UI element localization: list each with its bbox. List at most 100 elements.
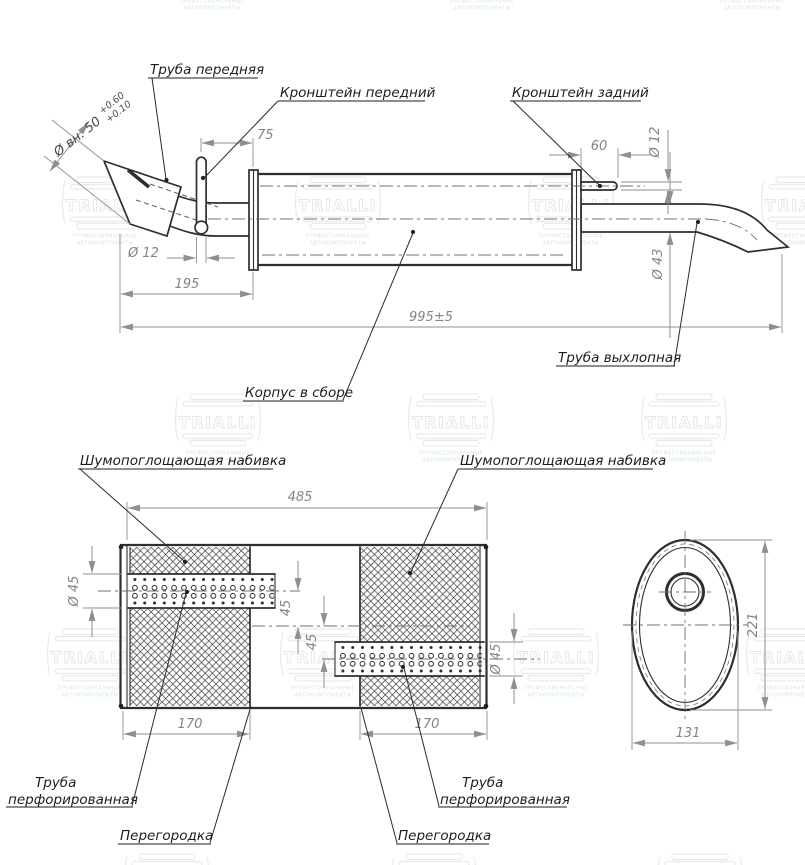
front-bracket-label-text: Кронштейн передний [280, 85, 436, 101]
watermark-caption-line1: ПРОФЕССИОНАЛЬНЫЕ [291, 686, 355, 692]
padding-right-label-text: Шумопоглощающая набивка [460, 453, 666, 469]
label-padding-left: Шумопоглощающая набивка [78, 453, 286, 565]
exhaust-tail-pipe [580, 203, 791, 253]
label-perf-pipe-right: Труба перфорированная [400, 664, 570, 808]
watermark-caption-line1: ПРОФЕССИОНАЛЬНЫЕ [419, 451, 483, 457]
exhaust-pipe-label-text: Труба выхлопная [558, 350, 681, 366]
partition-right-label-text: Перегородка [398, 828, 491, 844]
body-assembly-label-text: Корпус в сборе [245, 385, 353, 401]
watermark-brand-text: TRIALLI [299, 196, 377, 215]
dim-45-upper-text: 45 [279, 600, 294, 617]
watermark-caption-line2: АВТОКОМПОНЕНТЫ [454, 6, 510, 12]
label-exhaust-pipe: Труба выхлопная [556, 219, 701, 367]
dim-total-length: 995±5 [120, 254, 783, 333]
watermark-caption-line2: АВТОКОМПОНЕНТЫ [724, 6, 780, 12]
watermark-caption-line1: ПРОФЕССИОНАЛЬНЫЕ [539, 234, 603, 240]
dim-995-text: 995±5 [409, 310, 453, 325]
front-bracket-pin-hole [194, 220, 209, 235]
watermark-caption-line2: АВТОКОМПОНЕНТЫ [310, 241, 366, 247]
padding-block-left [130, 547, 250, 706]
label-partition-right: Перегородка [360, 707, 491, 845]
dim-axis-offset-lower: 45 [305, 596, 328, 688]
padding-block-right [360, 547, 479, 706]
dim-rear-pin-diameter: Ø 12 [621, 127, 682, 214]
watermark-caption-line2: АВТОКОМПОНЕНТЫ [77, 241, 133, 247]
watermark-brand-text: TRIALLI [750, 648, 805, 667]
dim-195-text: 195 [175, 277, 200, 292]
label-body-assembly: Корпус в сборе [243, 229, 416, 402]
watermark-caption-line2: АВТОКОМПОНЕНТЫ [761, 693, 805, 699]
dim-phi45-right-text: Ø 45 [489, 644, 504, 676]
dim-inlet-tube-depth: 170 [122, 711, 251, 740]
watermark-caption-line1: ПРОФЕССИОНАЛЬНЫЕ [757, 686, 805, 692]
watermark-caption-line2: АВТОКОМПОНЕНТЫ [528, 693, 584, 699]
dim-outlet-tube-depth: 170 [359, 711, 488, 740]
rear-bracket-label-text: Кронштейн задний [512, 85, 649, 101]
front-pipe-label-text: Труба передняя [150, 62, 264, 78]
watermark-caption-line2: АВТОКОМПОНЕНТЫ [190, 458, 246, 464]
label-partition-left: Перегородка [118, 705, 252, 845]
perf-pipe-right-label-line1: Труба [462, 775, 503, 791]
watermark-caption-line1: ПРОФЕССИОНАЛЬНЫЕ [450, 0, 514, 5]
dim-phi45-left-text: Ø 45 [67, 576, 82, 608]
flare-slot [126, 168, 151, 189]
dim-outlet-diameter: Ø 43 [651, 152, 674, 338]
watermark-caption-line1: ПРОФЕССИОНАЛЬНЫЕ [180, 0, 244, 5]
watermark-caption-line1: ПРОФЕССИОНАЛЬНЫЕ [720, 0, 784, 5]
dim-phi12-rear-text: Ø 12 [648, 127, 663, 159]
view2-longitudinal-section: 485 Ø 45 45 45 Ø 45 [6, 453, 666, 845]
perforated-tube-outlet [334, 641, 485, 677]
dim-75-text: 75 [257, 128, 274, 143]
watermark-caption-line1: ПРОФЕССИОНАЛЬНЫЕ [58, 686, 122, 692]
dim-rear-pin-length: 60 [549, 139, 650, 178]
middle-axis [208, 218, 758, 241]
watermark-caption-line2: АВТОКОМПОНЕНТЫ [543, 241, 599, 247]
dim-front-length: 195 [119, 234, 254, 333]
watermark-caption-line1: ПРОФЕССИОНАЛЬНЫЕ [73, 234, 137, 240]
dim-60-text: 60 [591, 139, 608, 154]
partition-left-label-text: Перегородка [120, 828, 213, 844]
dim-front-pin-diameter: Ø 12 [127, 237, 235, 263]
watermark-caption-line2: АВТОКОМПОНЕНТЫ [184, 6, 240, 12]
dim-170-right-text: 170 [415, 717, 440, 732]
dim-phi12-front-text: Ø 12 [127, 246, 159, 261]
view1-side-assembly: Ø вн. 50 +0.60 +0.10 75 Ø 12 [43, 62, 791, 402]
dim-485-text: 485 [288, 490, 313, 505]
label-front-bracket: Кронштейн передний [200, 85, 436, 181]
dim-front-bracket-offset: 75 [200, 128, 274, 167]
watermark-caption-line2: АВТОКОМПОНЕНТЫ [295, 693, 351, 699]
dim-end-view-height: 221 [690, 539, 772, 711]
label-padding-right: Шумопоглощающая набивка [407, 453, 666, 576]
dim-inlet-tube-diameter: Ø 45 [67, 546, 121, 637]
watermark-caption-line2: АВТОКОМПОНЕНТЫ [776, 241, 805, 247]
padding-left-label-text: Шумопоглощающая набивка [80, 453, 286, 469]
label-perf-pipe-left: Труба перфорированная [6, 589, 190, 808]
front-pipe-flared-end [102, 159, 183, 238]
dim-end-view-width: 131 [631, 631, 739, 750]
watermark-brand-text: TRIALLI [179, 413, 257, 432]
watermark-brand-text: TRIALLI [51, 648, 129, 667]
dim-axis-offset-upper: 45 [279, 561, 302, 654]
watermark-brand-text: TRIALLI [517, 648, 595, 667]
watermark-caption-line1: ПРОФЕССИОНАЛЬНЫЕ [306, 234, 370, 240]
dim-body-length: 485 [126, 490, 488, 540]
view3-end-view: 221 131 [623, 531, 772, 750]
dim-131-text: 131 [676, 726, 701, 741]
label-front-pipe: Труба передняя [148, 62, 264, 183]
dim-45-lower-text: 45 [305, 634, 320, 651]
dim-221-text: 221 [746, 613, 761, 638]
watermark-caption-line2: АВТОКОМПОНЕНТЫ [62, 693, 118, 699]
watermark-brand-text: TRIALLI [765, 196, 805, 215]
watermark-caption-line2: АВТОКОМПОНЕНТЫ [423, 458, 479, 464]
